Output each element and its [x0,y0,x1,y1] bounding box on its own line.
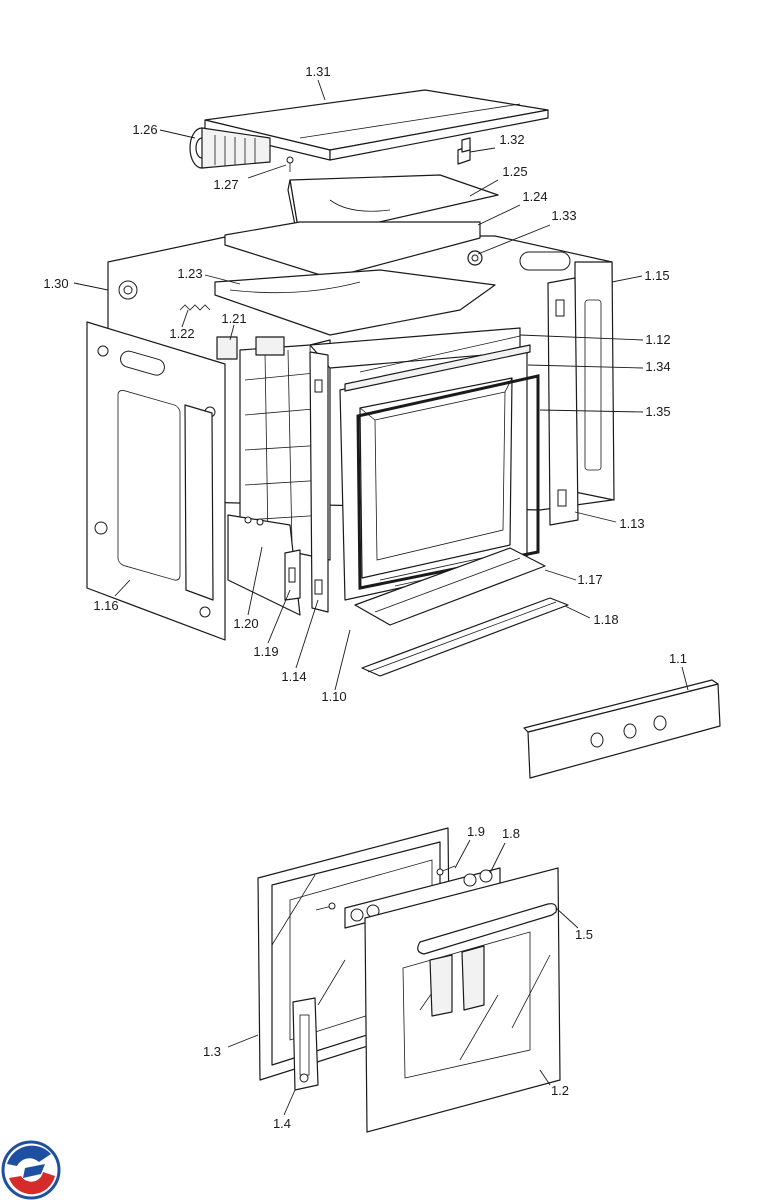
callout-1-26: 1.26 [132,122,157,137]
callout-1-8: 1.8 [502,826,520,841]
callout-1-22: 1.22 [169,326,194,341]
cavity-top-strip [344,344,531,392]
callout-1-3: 1.3 [203,1044,221,1059]
right-side-panel [574,261,615,501]
callout-1-19: 1.19 [253,644,278,659]
callout-1-25: 1.25 [502,164,527,179]
clips [216,336,285,360]
callout-1-31: 1.31 [305,64,330,79]
left-side-panel [86,321,226,641]
brand-logo-icon [1,1140,61,1200]
callout-1-12: 1.12 [645,332,670,347]
base-tray [227,514,301,616]
callout-1-35: 1.35 [645,404,670,419]
callout-1-16: 1.16 [93,598,118,613]
door-handle [417,903,557,955]
door-seal [356,374,540,590]
door-screw [315,865,456,911]
callout-1-33: 1.33 [551,208,576,223]
callout-1-15: 1.15 [644,268,669,283]
callout-1-5: 1.5 [575,927,593,942]
callout-1-18: 1.18 [593,612,618,627]
bottom-rail [354,547,546,626]
door-hinge [292,997,319,1091]
outer-door-glass [364,867,561,1133]
callout-1-17: 1.17 [577,572,602,587]
callout-1-32: 1.32 [499,132,524,147]
callout-1-21: 1.21 [221,311,246,326]
bracket [457,137,471,165]
front-frame-left-strip [309,351,329,613]
cooling-fan [189,127,271,169]
deflector-plate [224,221,481,279]
callout-1-23: 1.23 [177,266,202,281]
callout-1-2: 1.2 [551,1083,569,1098]
callout-1-20: 1.20 [233,616,258,631]
callout-1-24: 1.24 [522,189,547,204]
callout-1-34: 1.34 [645,359,670,374]
callout-1-13: 1.13 [619,516,644,531]
bottom-trim [361,597,569,677]
thermostat-sensor [467,250,483,266]
callout-1-1: 1.1 [669,651,687,666]
control-panel-fascia [523,679,721,779]
leader-lines [73,79,689,1116]
oven-cavity [339,335,528,601]
hinge-receiver [284,549,301,601]
callout-1-14: 1.14 [281,669,306,684]
callout-1-10: 1.10 [321,689,346,704]
callout-1-27: 1.27 [213,177,238,192]
screw [286,156,294,172]
callout-1-30: 1.30 [43,276,68,291]
top-insulation-cover [214,269,496,336]
front-frame-right-strip [547,277,579,526]
callout-1-4: 1.4 [273,1116,291,1131]
callout-1-9: 1.9 [467,824,485,839]
spring [179,304,211,311]
